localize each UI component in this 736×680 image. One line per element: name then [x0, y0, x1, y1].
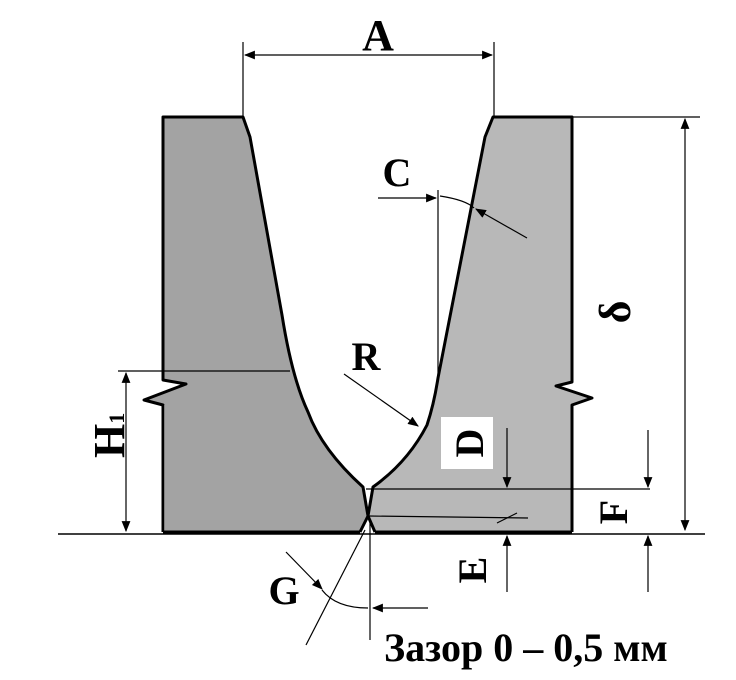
label-a: A	[362, 11, 394, 60]
label-e: E	[450, 557, 495, 584]
label-d: D	[447, 429, 492, 458]
left-plate-outline	[142, 115, 370, 533]
label-c: C	[383, 150, 412, 195]
label-g: G	[268, 568, 299, 613]
label-delta: δ	[591, 301, 640, 324]
root-face-line-lower	[367, 515, 529, 519]
dim-e-tick	[496, 512, 518, 524]
label-d-box	[441, 417, 493, 469]
gap-note: Зазор 0 – 0,5 мм	[384, 625, 668, 670]
label-f: F	[591, 500, 636, 524]
right-plate	[368, 117, 592, 532]
angle-g-line	[305, 529, 366, 646]
label-h: H	[85, 424, 134, 458]
left-plate	[144, 117, 368, 532]
label-h1: H1	[85, 413, 134, 458]
angle-c-arrow-right	[475, 208, 528, 239]
radius-r-leader	[343, 373, 419, 427]
label-r: R	[352, 334, 382, 379]
label-h-sub: 1	[104, 413, 129, 424]
angle-g-arc	[321, 589, 369, 609]
right-plate-outline	[366, 115, 594, 533]
angle-c-arc	[439, 195, 475, 209]
angle-g-arrow-left	[285, 551, 323, 590]
